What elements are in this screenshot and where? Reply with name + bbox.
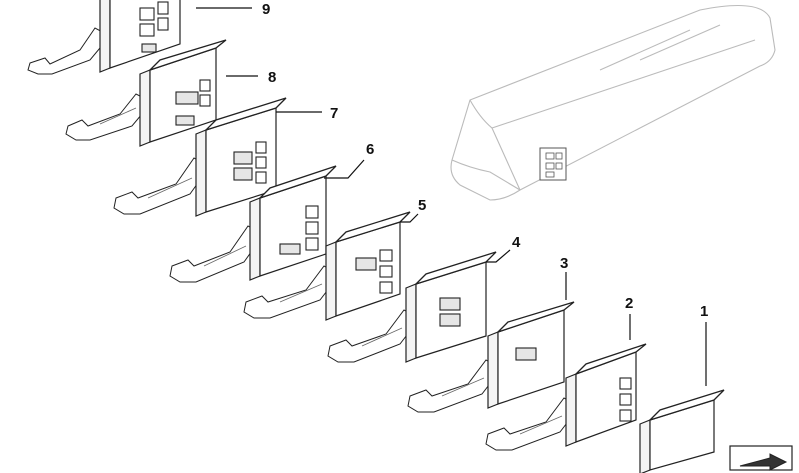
part-6-switch: [169, 165, 337, 283]
leader-6: [324, 159, 365, 179]
part-2-switch: [485, 343, 647, 451]
part-4-switch: [327, 251, 497, 363]
callout-labels: 9 8 7 6 5 4 3 2 1: [262, 1, 708, 320]
callout-8: 8: [268, 69, 276, 86]
part-3-switch: [407, 301, 575, 413]
callout-3: 3: [560, 255, 568, 272]
leader-5: [400, 213, 419, 223]
part-9-switch: [27, 0, 181, 75]
callout-7: 7: [330, 105, 338, 122]
callout-5: 5: [418, 197, 426, 214]
arrow-right-icon[interactable]: [729, 445, 793, 471]
center-console-overview: [450, 5, 776, 201]
part-1-switch: [639, 389, 725, 473]
callout-6: 6: [366, 141, 374, 158]
callout-4: 4: [512, 234, 521, 251]
part-8-switch: [65, 39, 227, 147]
callout-9: 9: [262, 1, 270, 18]
part-5-switch: [243, 211, 411, 321]
callout-2: 2: [625, 295, 633, 312]
callout-1: 1: [700, 303, 708, 320]
callout-leaders: [196, 7, 707, 386]
leader-4: [486, 249, 511, 263]
